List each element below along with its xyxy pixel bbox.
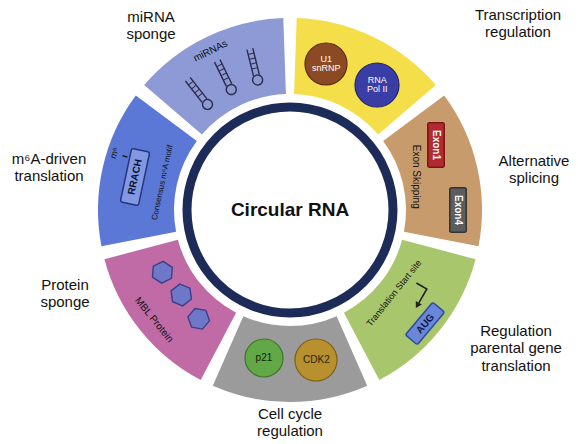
segment-shape xyxy=(213,316,367,402)
ring-circle xyxy=(187,107,393,313)
hexagon xyxy=(148,259,176,286)
sequence-label: Exon1 xyxy=(430,130,442,160)
sequence-box: Exon1 xyxy=(427,122,445,168)
sequence-shape xyxy=(405,302,444,345)
segment-shape xyxy=(98,96,197,247)
center-label: Circular RNA xyxy=(231,199,349,221)
molecule-shape xyxy=(305,43,347,85)
segment-label: m⁶A-driven translation xyxy=(4,150,94,185)
molecule-circle: CDK2 xyxy=(294,338,338,382)
segment-label: miRNA sponge xyxy=(110,8,192,43)
icon-label: Exon Skipping xyxy=(410,144,422,208)
molecule-label: p21 xyxy=(249,352,279,363)
sequence-shape xyxy=(450,188,467,233)
segment-label: Protein sponge xyxy=(28,276,102,311)
mirna-hairpin xyxy=(184,76,215,111)
segment-label: Cell cycle regulation xyxy=(230,405,350,440)
function-segment: Alternative splicing Exon Skipping Exon1Ex… xyxy=(383,95,576,247)
segment-label: Alternative splicing xyxy=(492,152,576,187)
protein-hexagons xyxy=(148,259,213,333)
segment-shape xyxy=(294,18,436,134)
molecule-label: RNA Pol II xyxy=(361,76,393,96)
hexagon xyxy=(167,281,196,310)
molecule-shape xyxy=(295,339,337,381)
mirna-hairpins xyxy=(184,48,264,112)
function-segment: Cell cycle regulation p21 CDK2 xyxy=(212,316,368,440)
sequence-label: Exon4 xyxy=(452,195,464,225)
sequence-shape xyxy=(428,123,445,168)
molecule-label: CDK2 xyxy=(301,354,331,365)
molecule-shape xyxy=(355,63,399,107)
molecule-label: U1 snRNP xyxy=(309,55,343,75)
mirna-hairpin xyxy=(213,59,238,97)
segment-shape xyxy=(383,96,482,247)
sequence-box: Exon4 xyxy=(449,187,467,233)
mirna-hairpin xyxy=(245,48,264,86)
segment-label: Transcription regulation xyxy=(462,6,574,41)
molecule-circle: U1 snRNP xyxy=(304,42,348,86)
methyl-tick xyxy=(123,156,128,158)
sequence-shape xyxy=(121,149,150,206)
molecule-shape xyxy=(245,339,283,377)
segment-label: Regulation parental gene translation xyxy=(458,322,574,374)
start-arrow xyxy=(405,283,429,310)
function-segment: m⁶A-driven translationm⁶Consensus m⁶A mo… xyxy=(4,95,197,247)
center-circle: Circular RNA xyxy=(182,102,398,318)
molecule-circle: RNA Pol II xyxy=(354,62,400,108)
molecule-circle: p21 xyxy=(244,338,284,378)
segment-shape xyxy=(344,240,476,380)
hexagon xyxy=(184,304,213,333)
segment-shape xyxy=(104,240,236,380)
